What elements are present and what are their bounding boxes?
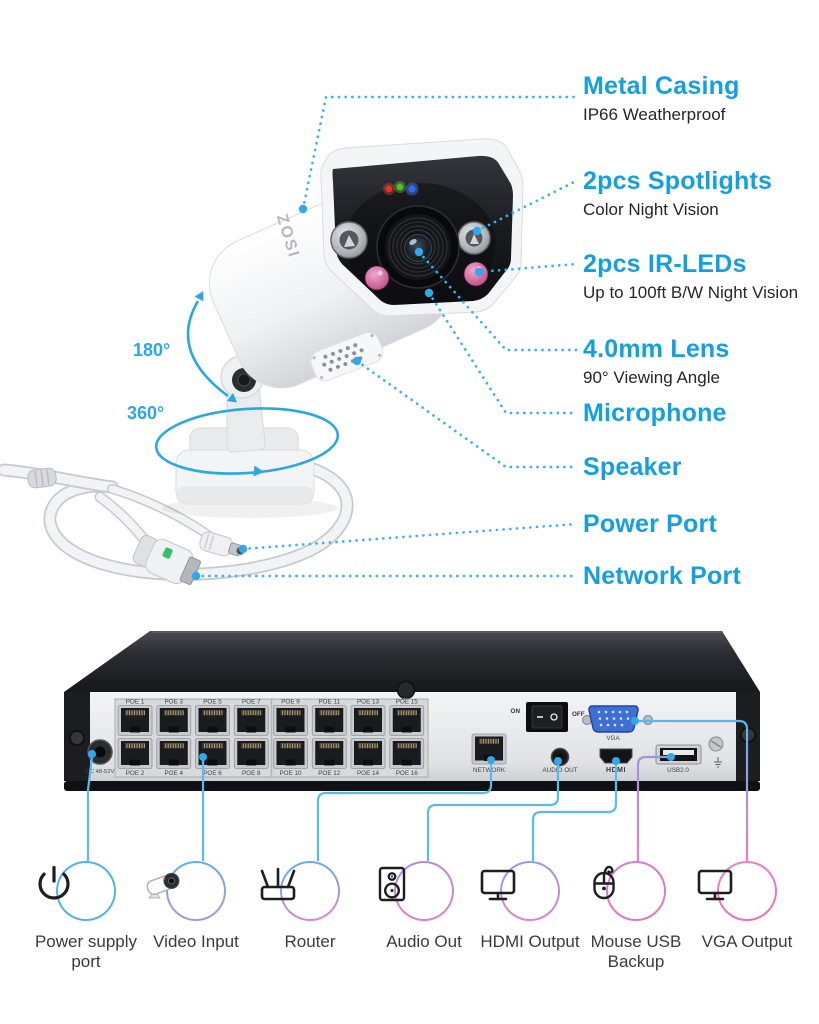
camera-icon <box>146 872 180 899</box>
usb-port-label: USB2.0 <box>667 767 689 774</box>
network-connector <box>132 534 201 586</box>
pan-angle-label: 360° <box>127 403 164 423</box>
svg-text:POE 8: POE 8 <box>242 770 261 777</box>
poe-port-block: POE 1 POE 3 POE 5 POE 7 POE 9 POE 11 POE 13… <box>114 698 429 778</box>
legend-label: HDMI Output <box>480 932 580 951</box>
nvr-legend-leaders <box>86 719 749 861</box>
callout-lens: 4.0mm Lens 90° Viewing Angle <box>583 336 819 388</box>
nvr-vga-port: VGA <box>588 705 653 742</box>
svg-text:POE 2: POE 2 <box>126 770 145 777</box>
network-port-label: NETWORK <box>473 767 506 774</box>
switch-on-label: ON <box>511 708 521 715</box>
monitor-icon <box>480 869 516 901</box>
svg-text:POE 5: POE 5 <box>203 699 222 706</box>
callout-metal-casing: Metal Casing IP66 Weatherproof <box>583 73 819 125</box>
switch-off-label: OFF <box>572 711 585 718</box>
svg-text:POE 7: POE 7 <box>242 699 261 706</box>
nvr-dc-jack: DC 48-52V <box>86 739 115 775</box>
dc-jack-label: DC 48-52V <box>86 769 115 775</box>
legend-label: Video Input <box>153 932 239 951</box>
speaker-icon <box>378 866 406 902</box>
callout-microphone: Microphone <box>583 400 819 427</box>
legend-label: VGA Output <box>701 932 793 951</box>
rotation-annotations: 180° 360° <box>127 291 340 477</box>
svg-text:POE 6: POE 6 <box>203 770 222 777</box>
svg-text:POE 14: POE 14 <box>357 770 380 777</box>
callout-title: Metal Casing <box>583 72 740 100</box>
callout-title: 2pcs Spotlights <box>583 167 773 195</box>
svg-text:POE 4: POE 4 <box>164 770 183 777</box>
callout-network-port: Network Port <box>583 563 819 590</box>
nvr-anchor-dots <box>88 717 675 765</box>
spotlight-left <box>330 221 368 259</box>
callout-subtitle: IP66 Weatherproof <box>583 105 726 124</box>
callout-title: Network Port <box>583 562 741 590</box>
status-leds <box>383 181 419 196</box>
ir-led-left <box>363 264 391 292</box>
svg-text:POE 15: POE 15 <box>396 699 419 706</box>
callout-subtitle: 90° Viewing Angle <box>583 368 720 387</box>
callout-title: 4.0mm Lens <box>583 335 730 363</box>
legend-label: Power supply <box>34 932 138 951</box>
svg-text:POE 13: POE 13 <box>357 699 380 706</box>
monitor-icon <box>697 869 733 901</box>
callout-subtitle: Up to 100ft B/W Night Vision <box>583 283 799 302</box>
callout-speaker: Speaker <box>583 454 819 481</box>
callout-ir-leds: 2pcs IR-LEDs Up to 100ft B/W Night Visio… <box>583 251 819 303</box>
svg-text:POE 11: POE 11 <box>318 699 340 706</box>
legend-label-line2: Backup <box>607 952 665 971</box>
nvr-top-screw <box>396 680 416 700</box>
nvr-top-face <box>64 631 760 692</box>
nvr-ground-screw <box>708 736 724 768</box>
camera-post <box>226 386 266 453</box>
power-icon <box>38 865 70 900</box>
legend-label-line2: port <box>71 952 101 971</box>
nvr-bottom-lip <box>64 781 760 791</box>
svg-text:POE 10: POE 10 <box>279 770 302 777</box>
svg-text:POE 3: POE 3 <box>164 699 183 706</box>
poe-labels: POE 1 POE 3 POE 5 POE 7 POE 9 POE 11 POE 13… <box>126 699 419 778</box>
callout-subtitle: Color Night Vision <box>583 200 719 219</box>
svg-text:POE 12: POE 12 <box>318 770 341 777</box>
nvr-network-port: NETWORK <box>471 733 507 774</box>
callout-title: 2pcs IR-LEDs <box>583 250 747 278</box>
nvr-usb-port: USB2.0 <box>655 744 702 774</box>
tilt-angle-label: 180° <box>133 340 170 360</box>
callout-title: Microphone <box>583 399 727 427</box>
legend-label: Mouse USB <box>590 932 682 951</box>
callout-title: Speaker <box>583 453 682 481</box>
svg-text:POE 1: POE 1 <box>126 699 145 706</box>
cable-strain-relief <box>27 467 57 489</box>
mouse-icon <box>593 865 615 900</box>
legend-audio-out: Audio Out <box>369 861 479 952</box>
legend-vga-output: VGA Output <box>692 861 802 952</box>
legend-label: Router <box>284 932 336 951</box>
callout-spotlights: 2pcs Spotlights Color Night Vision <box>583 168 819 220</box>
callout-power-port: Power Port <box>583 511 819 538</box>
speaker-grille <box>310 331 384 382</box>
audio-out-label: AUDIO OUT <box>543 767 578 774</box>
legend-router: Router <box>255 861 365 952</box>
svg-text:POE 9: POE 9 <box>281 699 300 706</box>
router-icon <box>260 867 296 901</box>
callout-anchor-dots <box>191 204 484 581</box>
legend-label: Audio Out <box>386 932 462 951</box>
spotlight-right <box>457 221 491 255</box>
power-connector <box>199 531 245 557</box>
vga-port-label: VGA <box>606 735 620 742</box>
callout-leaders <box>194 95 578 578</box>
legend-video-input: Video Input <box>141 861 251 952</box>
callout-title: Power Port <box>583 510 717 538</box>
svg-text:POE 16: POE 16 <box>396 770 419 777</box>
legend-hdmi-output: HDMI Output <box>475 861 585 952</box>
camera-illustration: ZOSI <box>0 95 578 586</box>
camera-head <box>320 138 524 317</box>
